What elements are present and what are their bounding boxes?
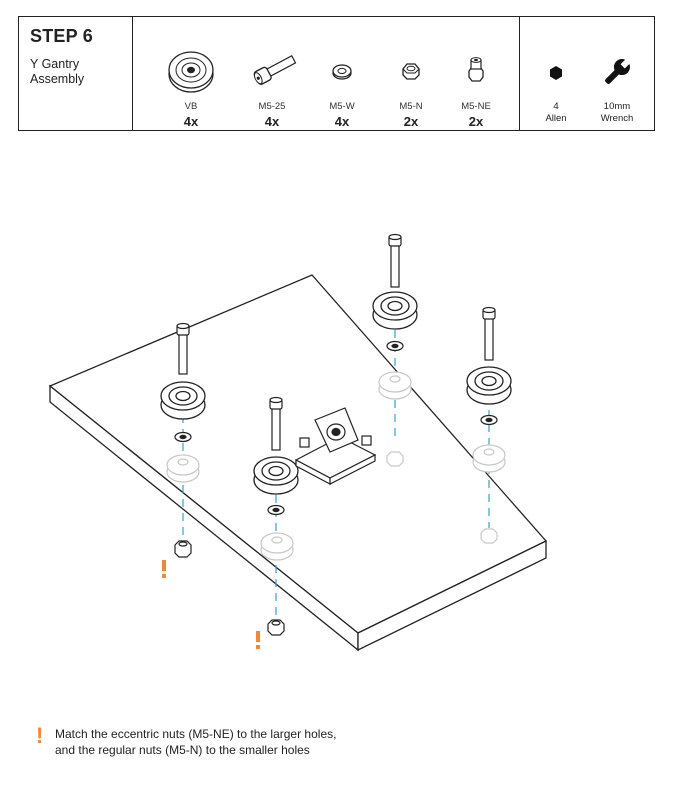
part-name: VB [184,101,198,112]
gantry-plate [48,274,548,652]
part-qty: 2x [468,114,484,129]
eccentric-nut-icon [441,47,511,97]
part-name: M5-N [399,101,423,112]
tool-qty: 4 [553,101,559,112]
warning-exclamation-icon: ! [36,723,44,748]
tool-name: Wrench [600,113,634,124]
hex-nut-icon [376,47,446,97]
part-qty: 2x [403,114,419,129]
part-qty: 4x [264,114,280,129]
washer-icon [307,47,377,97]
part-name: M5-25 [258,101,286,112]
tool-qty: 10mm [603,101,631,112]
part-qty: 4x [334,114,350,129]
wrench-icon [582,57,652,87]
allen-key-hex-icon [521,57,591,87]
washers [174,340,498,516]
part-qty: 4x [183,114,199,129]
tools-divider [519,17,520,130]
bolts [176,233,496,451]
bottom-nuts [174,540,285,636]
part-name: M5-W [329,101,355,112]
step-title: STEP 6 [30,26,93,46]
part-name: M5-NE [461,101,491,112]
subtitle-line-1: Y Gantry [30,57,80,71]
v-wheel-icon [156,47,226,97]
tool-name: Allen [545,113,567,124]
step-subtitle: Y Gantry Assembly [30,57,132,87]
center-bracket [294,407,377,485]
step-cell: STEP 6 Y Gantry Assembly [19,17,133,130]
subtitle-line-2: Assembly [30,72,85,86]
v-wheels [160,291,512,495]
parts-header: STEP 6 Y Gantry Assembly VB 4x [18,16,655,131]
ghost-wheels [166,371,506,561]
warning-marks [162,560,260,649]
assembly-diagram [0,140,674,720]
bolt-icon [237,47,307,97]
note-text: Match the eccentric nuts (M5-NE) to the … [55,727,337,757]
